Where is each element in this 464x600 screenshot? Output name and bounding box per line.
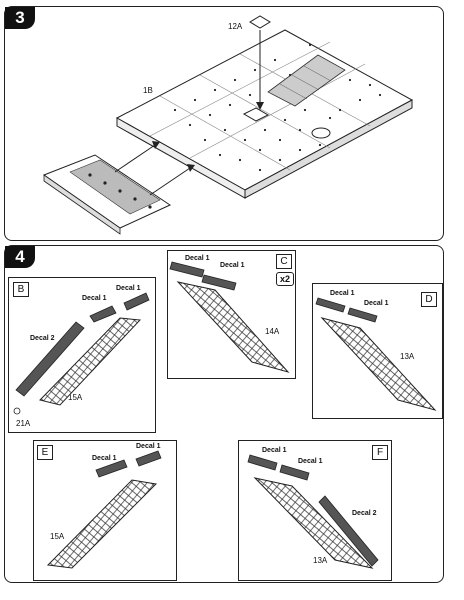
f-decal-2-strip: [318, 495, 379, 567]
c-decal-1b-strip: [201, 274, 237, 291]
deck-plate-side: [244, 99, 413, 199]
b-decal-2: Decal 2: [30, 335, 55, 342]
sub-panel-c-letter: C: [276, 254, 292, 269]
deck-hatch-round: [311, 127, 331, 139]
sub-panel-b-letter: B: [13, 282, 29, 297]
d-track-plate: [320, 317, 437, 411]
sub-panel-f-letter: F: [372, 445, 388, 460]
d-part-13a: 13A: [400, 352, 415, 361]
part-label-12a: 12A: [228, 22, 243, 31]
part-12a-hatch: [249, 15, 271, 29]
f-decal-1a: Decal 1: [262, 447, 287, 454]
c-decal-1a-strip: [169, 261, 205, 278]
f-part-13a: 13A: [313, 556, 328, 565]
deck-grille: [267, 54, 346, 107]
d-decal-1b: Decal 1: [364, 300, 389, 307]
f-track-plate: [253, 477, 374, 569]
b-track-plate: [39, 317, 142, 406]
step-3-badge: 3: [5, 7, 35, 29]
tray-mechanism: [69, 159, 161, 215]
c-track-plate: [176, 281, 290, 373]
c-decal-1a: Decal 1: [185, 255, 210, 262]
e-decal-1a: Decal 1: [92, 455, 117, 462]
e-decal-1a-strip: [95, 459, 128, 478]
b-decal-1b: Decal 1: [116, 285, 141, 292]
b-decal-1a: Decal 1: [82, 295, 107, 302]
sub-panel-e-letter: E: [37, 445, 53, 460]
e-decal-1b: Decal 1: [136, 443, 161, 450]
e-track-plate: [46, 479, 158, 569]
f-decal-1b: Decal 1: [298, 458, 323, 465]
e-part-15a: 15A: [50, 532, 65, 541]
d-decal-1b-strip: [347, 307, 378, 323]
sub-panel-d-letter: D: [421, 292, 437, 307]
b-decal-1b-strip: [123, 292, 150, 311]
b-decal-2-strip: [15, 321, 85, 397]
b-decal-1a-strip: [89, 305, 117, 323]
hatch-opening: [242, 107, 270, 122]
c-decal-1b: Decal 1: [220, 262, 245, 269]
f-decal-1b-strip: [279, 464, 310, 481]
d-decal-1a-strip: [315, 297, 346, 313]
part-label-1b: 1B: [143, 86, 153, 95]
c-part-14a: 14A: [265, 327, 280, 336]
f-decal-1a-strip: [247, 454, 278, 471]
b-part-15a: 15A: [68, 393, 83, 402]
b-part-21a: 21A: [16, 419, 31, 428]
d-decal-1a: Decal 1: [330, 290, 355, 297]
step-4-badge: 4: [5, 246, 35, 268]
multiplier-badge: x2: [276, 272, 294, 286]
f-decal-2: Decal 2: [352, 510, 377, 517]
e-decal-1b-strip: [135, 450, 162, 467]
